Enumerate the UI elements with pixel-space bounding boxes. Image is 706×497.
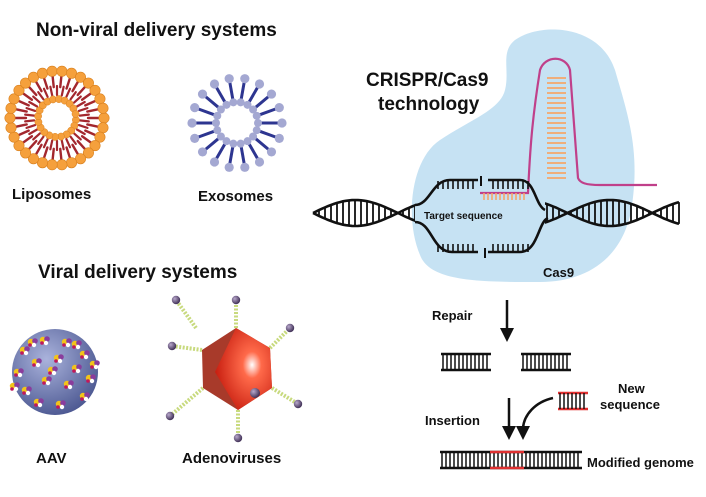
label-modified-genome: Modified genome bbox=[587, 455, 694, 470]
label-target-sequence: Target sequence bbox=[424, 211, 503, 222]
heading-crispr-line1: CRISPR/Cas9 bbox=[366, 70, 489, 91]
label-repair: Repair bbox=[432, 308, 473, 323]
exosome-illustration bbox=[187, 74, 287, 172]
label-adenoviruses: Adenoviruses bbox=[182, 450, 282, 467]
heading-non-viral-delivery: Non-viral delivery systems bbox=[36, 20, 277, 41]
liposome-illustration bbox=[4, 65, 110, 171]
label-insertion: Insertion bbox=[425, 413, 480, 428]
target-dna bbox=[312, 176, 680, 258]
new-sequence-dna bbox=[558, 391, 588, 411]
modified-genome-dna bbox=[440, 450, 582, 470]
repair-arrow bbox=[500, 300, 514, 342]
label-exosomes: Exosomes bbox=[198, 188, 274, 205]
label-new-sequence-line2: sequence bbox=[600, 397, 660, 412]
label-new-sequence-line1: New bbox=[618, 381, 645, 396]
insertion-arrows bbox=[502, 396, 554, 440]
label-aav: AAV bbox=[36, 450, 67, 467]
heading-viral-delivery: Viral delivery systems bbox=[38, 262, 238, 283]
cleaved-dna-fragments bbox=[441, 352, 571, 372]
guide-rna bbox=[480, 57, 657, 200]
heading-crispr-line2: technology bbox=[378, 94, 480, 115]
aav-illustration bbox=[9, 329, 100, 415]
label-liposomes: Liposomes bbox=[12, 186, 92, 203]
label-cas9: Cas9 bbox=[543, 265, 575, 280]
adenovirus-illustration bbox=[165, 295, 303, 443]
